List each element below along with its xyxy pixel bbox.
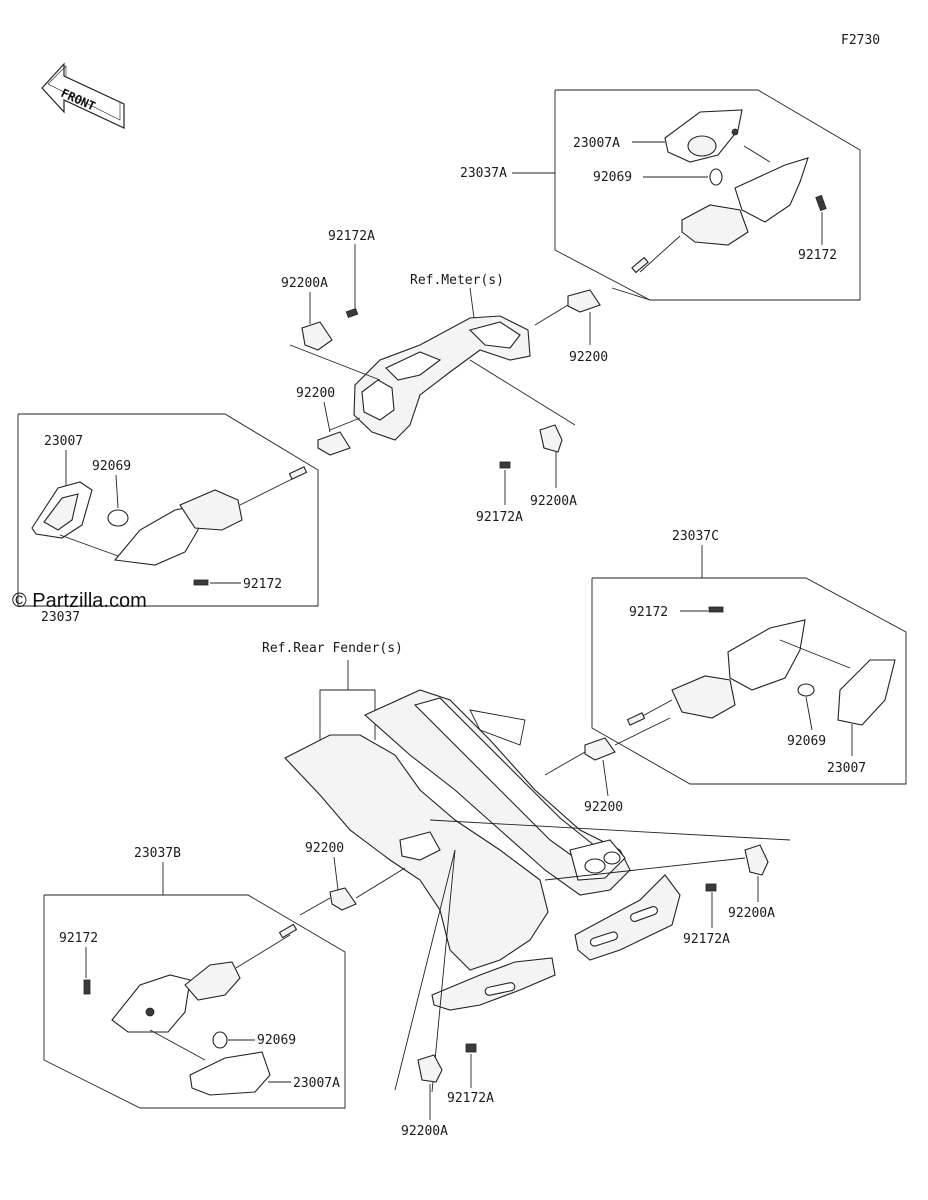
label-92200-meter-left: 92200 bbox=[296, 386, 335, 401]
watermark: © Partzilla.com bbox=[12, 590, 147, 612]
assembly-23037B: 23037B 92172 92069 23007A bbox=[43, 846, 346, 1109]
label-92200A-rear: 92200A bbox=[728, 906, 775, 921]
label-92069-c: 92069 bbox=[787, 734, 826, 749]
assembly-23037: 23007 92069 92172 23037 bbox=[17, 413, 319, 625]
label-92069-top: 92069 bbox=[593, 170, 632, 185]
ref-meter: Ref.Meter(s) bbox=[410, 273, 504, 288]
label-23037C: 23037C bbox=[672, 529, 719, 544]
label-23007A-b: 23007A bbox=[293, 1076, 340, 1091]
label-23037A: 23037A bbox=[460, 166, 507, 181]
label-92172-b: 92172 bbox=[59, 931, 98, 946]
label-92069-left: 92069 bbox=[92, 459, 131, 474]
label-92172A-top: 92172A bbox=[328, 229, 375, 244]
label-92172A-bottom: 92172A bbox=[447, 1091, 494, 1106]
rear-fender-bracket: Ref.Rear Fender(s) 92200 92200A 92172A bbox=[262, 641, 791, 1093]
label-92069-b: 92069 bbox=[257, 1033, 296, 1048]
bottom-hardware: 92172A 92200A bbox=[401, 1043, 494, 1139]
label-92200A-top: 92200A bbox=[281, 276, 328, 291]
label-92172-top: 92172 bbox=[798, 248, 837, 263]
assembly-23037C: 23037C 92172 92069 23007 92200 bbox=[544, 529, 907, 815]
label-92200-meter-right: 92200 bbox=[569, 350, 608, 365]
label-23037B: 23037B bbox=[134, 846, 181, 861]
label-92172-left: 92172 bbox=[243, 577, 282, 592]
label-23037: 23037 bbox=[41, 610, 80, 625]
label-92172A-meter: 92172A bbox=[476, 510, 523, 525]
label-92172-c: 92172 bbox=[629, 605, 668, 620]
label-92200A-bottom: 92200A bbox=[401, 1124, 448, 1139]
label-92200-rear: 92200 bbox=[305, 841, 344, 856]
label-92200-c: 92200 bbox=[584, 800, 623, 815]
label-23007-left: 23007 bbox=[44, 434, 83, 449]
label-23007A-top: 23007A bbox=[573, 136, 620, 151]
figure-code: F2730 bbox=[841, 33, 880, 48]
assembly-23037A: 23007A 23037A 92069 92172 bbox=[460, 89, 861, 301]
label-92172A-rear: 92172A bbox=[683, 932, 730, 947]
meter-bracket: Ref.Meter(s) 92172A 92200A 92200 92200 9… bbox=[281, 229, 608, 525]
front-arrow-icon: FRONT bbox=[41, 62, 125, 129]
label-23007-c: 23007 bbox=[827, 761, 866, 776]
ref-rear-fender: Ref.Rear Fender(s) bbox=[262, 641, 403, 656]
label-92200A-meter: 92200A bbox=[530, 494, 577, 509]
